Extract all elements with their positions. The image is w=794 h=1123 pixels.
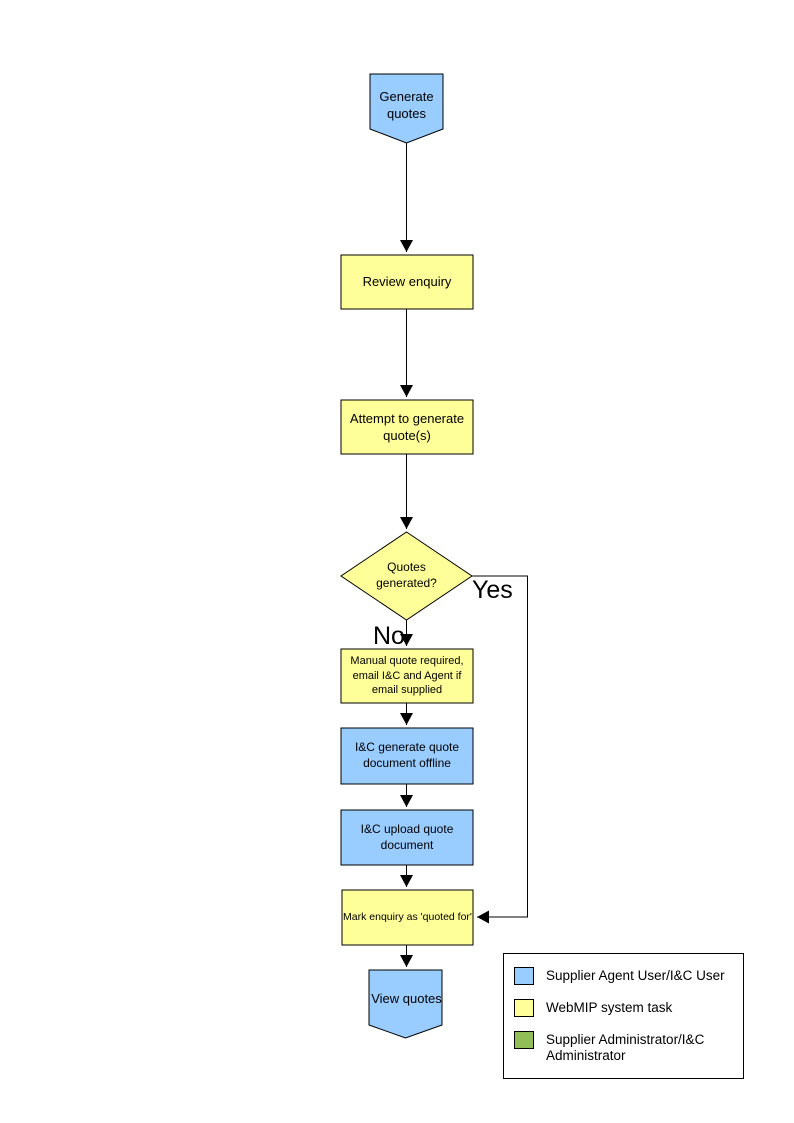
node-review-enquiry-shape xyxy=(340,254,474,310)
legend-swatch-green-rect xyxy=(514,1031,534,1049)
legend-swatch-yellow xyxy=(514,999,534,1017)
node-generate-quotes-shape xyxy=(369,73,444,144)
legend-item-webmip-system-task: WebMIP system task xyxy=(514,999,733,1017)
legend-swatch-yellow-rect xyxy=(514,999,534,1017)
node-ic-upload-document-shape xyxy=(340,809,474,866)
legend-label-supplier-agent-user: Supplier Agent User/I&C User xyxy=(546,968,725,983)
legend-label-webmip-system-task: WebMIP system task xyxy=(546,1000,673,1015)
legend-swatch-blue xyxy=(514,967,534,985)
node-quotes-generated-decision-shape xyxy=(340,531,473,621)
legend-item-supplier-agent-user: Supplier Agent User/I&C User xyxy=(514,967,733,985)
legend-item-supplier-administrator: Supplier Administrator/I&C Administrator xyxy=(514,1031,733,1064)
node-attempt-generate-shape xyxy=(340,399,474,455)
node-ic-generate-offline-shape xyxy=(340,727,474,785)
connector-decision-yes-to-mark xyxy=(472,575,528,924)
legend-swatch-blue-rect xyxy=(514,967,534,985)
node-manual-quote-shape xyxy=(340,648,474,704)
node-mark-quoted-for-shape xyxy=(341,889,474,946)
legend-swatch-green xyxy=(514,1031,534,1049)
legend-box: Supplier Agent User/I&C User WebMIP syst… xyxy=(503,953,744,1079)
node-view-quotes-shape xyxy=(368,969,443,1039)
legend-label-supplier-administrator: Supplier Administrator/I&C Administrator xyxy=(546,1032,705,1063)
